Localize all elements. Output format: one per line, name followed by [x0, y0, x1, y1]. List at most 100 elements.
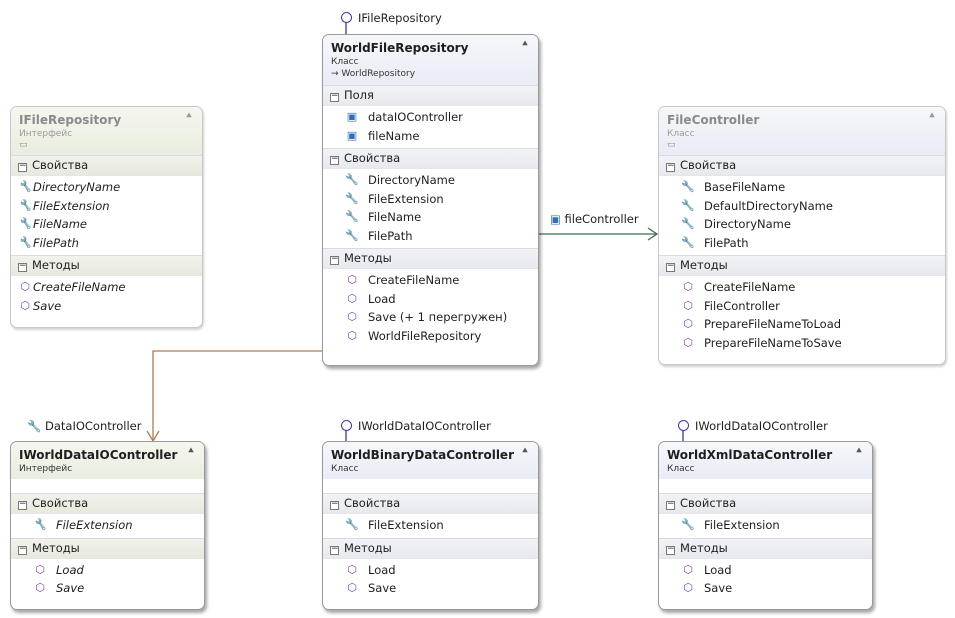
wrench-icon: 🔧 — [33, 518, 47, 531]
class-title: WorldBinaryDataController — [331, 448, 514, 462]
minus-icon[interactable]: − — [18, 499, 27, 510]
class-kind: Класс — [331, 57, 359, 67]
interface-shape-icon: ▭ — [19, 140, 28, 150]
field-lock-icon: ▣ — [346, 128, 358, 142]
lollipop-ifilerepository: IFileRepository — [341, 11, 442, 25]
property-link-label: 🔧 DataIOController — [27, 419, 142, 433]
wrench-icon: 🔧 — [681, 518, 695, 531]
method-item[interactable]: ⬡Load — [323, 290, 538, 309]
method-item[interactable]: ⬡Load — [11, 561, 204, 580]
collapse-icon[interactable]: ⯅ — [521, 39, 529, 50]
method-cube-icon: ⬡ — [347, 562, 357, 576]
field-item[interactable]: ▣fileName — [323, 127, 538, 146]
section-properties[interactable]: −Свойства — [323, 493, 538, 514]
minus-icon[interactable]: − — [18, 161, 27, 172]
wrench-icon: 🔧 — [18, 198, 32, 212]
section-methods[interactable]: −Методы — [659, 255, 945, 276]
minus-icon[interactable]: − — [666, 161, 675, 172]
method-item[interactable]: ⬡PrepareFileNameToLoad — [659, 315, 945, 334]
minus-icon[interactable]: − — [18, 543, 27, 555]
minus-icon[interactable]: − — [330, 154, 339, 165]
interface-lollipop-icon — [341, 420, 352, 431]
wrench-icon: 🔧 — [345, 173, 359, 186]
method-item[interactable]: ⬡Save — [659, 579, 872, 598]
property-item[interactable]: 🔧FilePath — [11, 234, 202, 253]
collapse-icon[interactable]: ⯅ — [185, 111, 193, 122]
collapse-icon[interactable]: ⯅ — [928, 111, 936, 122]
minus-icon[interactable]: − — [330, 91, 339, 102]
class-header: WorldXmlDataController Класс ⯅ — [659, 442, 872, 479]
property-item[interactable]: 🔧FileExtension — [11, 516, 204, 535]
property-item[interactable]: 🔧FileExtension — [11, 197, 202, 216]
section-methods[interactable]: −Методы — [323, 248, 538, 269]
class-title: IWorldDataIOController — [19, 448, 178, 462]
class-box-ifilerepository[interactable]: IFileRepository Интерфейс ▭ ⯅ −Свойства … — [10, 106, 203, 328]
class-box-iworlddataiocontroller[interactable]: IWorldDataIOController Интерфейс ⯅ −Свой… — [10, 441, 205, 610]
minus-icon[interactable]: − — [330, 499, 339, 510]
class-header: IFileRepository Интерфейс ▭ ⯅ — [11, 107, 202, 155]
class-box-worldxmldatacontroller[interactable]: WorldXmlDataController Класс ⯅ −Свойства… — [658, 441, 873, 610]
property-item[interactable]: 🔧BaseFileName — [659, 178, 945, 197]
property-item[interactable]: 🔧DirectoryName — [323, 171, 538, 190]
lollipop-iworlddataiocontroller-xml: IWorldDataIOController — [678, 419, 828, 433]
class-box-worldfilerepository[interactable]: WorldFileRepository Класс → WorldReposit… — [322, 34, 539, 366]
section-methods[interactable]: −Методы — [11, 537, 204, 559]
minus-icon[interactable]: − — [666, 543, 675, 555]
minus-icon[interactable]: − — [330, 254, 339, 265]
property-item[interactable]: 🔧DirectoryName — [11, 178, 202, 197]
property-item[interactable]: 🔧FileExtension — [323, 190, 538, 209]
wrench-icon: 🔧 — [18, 180, 32, 193]
section-fields[interactable]: −Поля — [323, 85, 538, 106]
section-methods[interactable]: −Методы — [11, 255, 202, 276]
method-item[interactable]: ⬡Save — [323, 579, 538, 598]
section-methods[interactable]: −Методы — [659, 537, 872, 559]
section-properties[interactable]: −Свойства — [11, 155, 202, 176]
method-item[interactable]: ⬡CreateFileName — [659, 278, 945, 297]
section-properties[interactable]: −Свойства — [11, 493, 204, 514]
method-cube-icon: ⬡ — [683, 317, 693, 330]
minus-icon[interactable]: − — [666, 261, 675, 272]
class-header: WorldFileRepository Класс → WorldReposit… — [323, 35, 538, 85]
property-item[interactable]: 🔧FilePath — [659, 234, 945, 253]
section-methods[interactable]: −Методы — [323, 537, 538, 559]
class-box-worldbinarydatacontroller[interactable]: WorldBinaryDataController Класс ⯅ −Свойс… — [322, 441, 539, 610]
property-item[interactable]: 🔧FileExtension — [323, 516, 538, 535]
method-item[interactable]: ⬡PrepareFileNameToSave — [659, 334, 945, 353]
collapse-icon[interactable]: ⯅ — [855, 446, 863, 457]
collapse-icon[interactable]: ⯅ — [187, 446, 195, 457]
method-item[interactable]: ⬡Load — [659, 561, 872, 580]
wrench-icon: 🔧 — [345, 518, 359, 531]
section-properties[interactable]: −Свойства — [659, 155, 945, 176]
minus-icon[interactable]: − — [18, 261, 27, 272]
wrench-icon: 🔧 — [681, 235, 695, 249]
method-item[interactable]: ⬡CreateFileName — [11, 278, 202, 297]
method-cube-icon: ⬡ — [683, 335, 693, 349]
method-cube-icon: ⬡ — [347, 310, 357, 323]
property-item[interactable]: 🔧DefaultDirectoryName — [659, 197, 945, 216]
method-item[interactable]: ⬡Save — [11, 579, 204, 598]
minus-icon[interactable]: − — [666, 499, 675, 510]
class-box-filecontroller[interactable]: FileController Класс ▭ ⯅ −Свойства 🔧Base… — [658, 106, 946, 365]
property-item[interactable]: 🔧FileName — [323, 208, 538, 227]
property-item[interactable]: 🔧FileExtension — [659, 516, 872, 535]
class-kind: Класс — [667, 464, 695, 474]
method-item[interactable]: ⬡Load — [323, 561, 538, 580]
method-item[interactable]: ⬡Save (+ 1 перегружен) — [323, 308, 538, 327]
method-item[interactable]: ⬡WorldFileRepository — [323, 327, 538, 346]
method-item[interactable]: ⬡FileController — [659, 297, 945, 316]
field-item[interactable]: ▣dataIOController — [323, 108, 538, 127]
property-item[interactable]: 🔧DirectoryName — [659, 215, 945, 234]
section-properties[interactable]: −Свойства — [659, 493, 872, 514]
method-item[interactable]: ⬡Save — [11, 297, 202, 316]
property-item[interactable]: 🔧FileName — [11, 215, 202, 234]
collapse-icon[interactable]: ⯅ — [521, 446, 529, 457]
property-item[interactable]: 🔧FilePath — [323, 227, 538, 246]
interface-lollipop-icon — [678, 420, 689, 431]
method-cube-icon: ⬡ — [347, 291, 357, 305]
class-header: WorldBinaryDataController Класс ⯅ — [323, 442, 538, 479]
method-item[interactable]: ⬡CreateFileName — [323, 271, 538, 290]
method-cube-icon: ⬡ — [347, 328, 357, 342]
class-kind: Класс — [331, 464, 359, 474]
minus-icon[interactable]: − — [330, 543, 339, 555]
section-properties[interactable]: −Свойства — [323, 148, 538, 169]
